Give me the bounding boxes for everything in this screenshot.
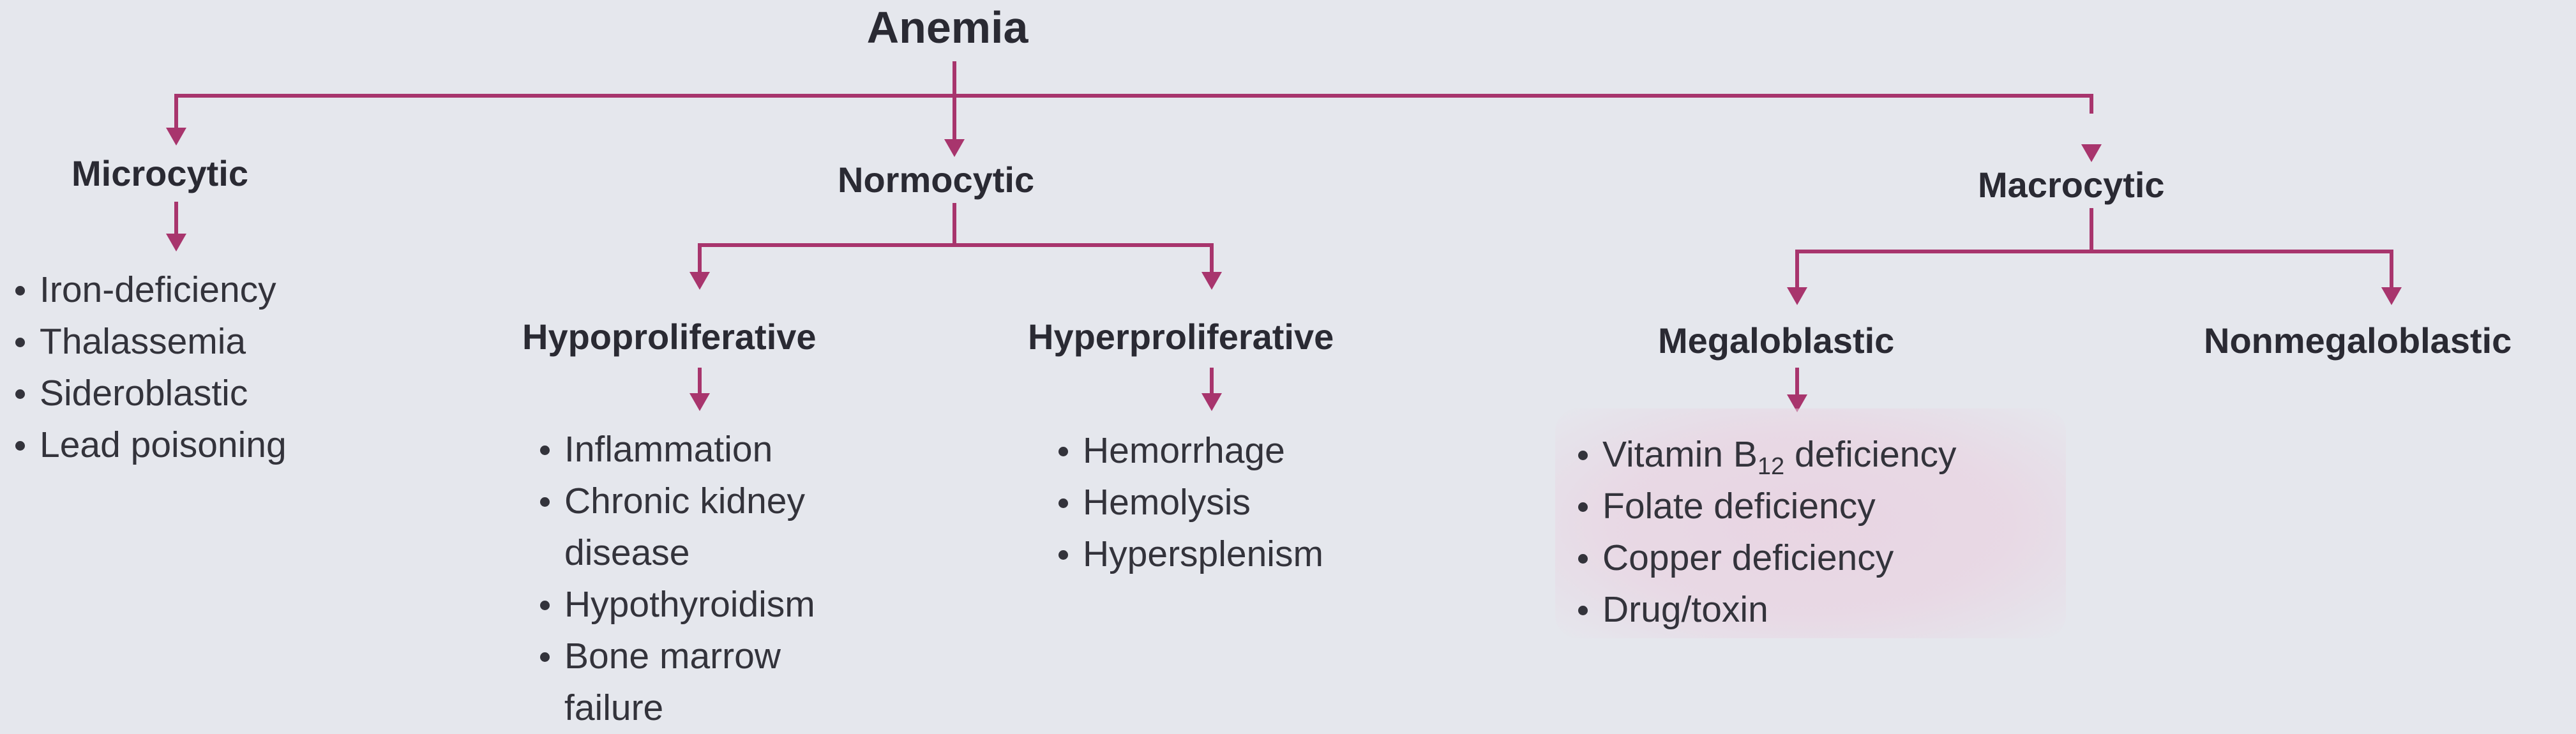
list-item: Hypersplenism [1055,528,1323,580]
diagram-title: Anemia [866,3,1028,52]
arrow-to-megaloblastic-list [1787,394,1807,412]
list-item: Folate deficiency [1574,481,1956,532]
megaloblastic-cause-list: Vitamin B12 deficiency Folate deficiency… [1574,429,1956,636]
hyperproliferative-cause-list: Hemorrhage Hemolysis Hypersplenism [1055,425,1323,580]
node-nonmegaloblastic: Nonmegaloblastic [2204,320,2512,361]
list-item: Hemorrhage [1055,425,1323,477]
list-item: Sideroblastic [11,368,287,419]
arrow-to-hypoproliferative [689,272,710,290]
list-item: Copper deficiency [1574,532,1956,584]
normocytic-branch-line [698,203,1214,276]
list-item: Thalassemia [11,316,287,368]
arrow-to-hyper-list [1201,393,1222,411]
node-normocytic: Normocytic [838,160,1035,200]
arrow-to-hyperproliferative [1201,272,1222,290]
list-item: Chronic kidney [536,476,815,527]
arrow-to-nonmegaloblastic [2381,287,2402,305]
node-megaloblastic: Megaloblastic [1658,320,1895,361]
macrocytic-branch-line [1795,208,2393,291]
list-item: Drug/toxin [1574,584,1956,636]
arrow-to-microcytic-list [166,234,186,251]
list-item: Iron-deficiency [11,264,287,316]
node-hypoproliferative: Hypoproliferative [522,317,817,357]
list-item: Inflammation [536,424,815,476]
anemia-branch-line [174,94,2093,133]
list-item: Hypothyroidism [536,579,815,631]
list-item-continuation: disease [564,532,690,573]
list-item-vitamin-b12: Vitamin B12 deficiency [1574,429,1956,481]
megaloblastic-highlight [1555,408,2066,638]
hypoproliferative-cause-list: Inflammation Chronic kidney disease Hypo… [536,424,815,734]
arrow-to-megaloblastic [1787,287,1807,305]
arrow-to-normocytic [944,139,965,157]
node-macrocytic: Macrocytic [1978,165,2165,205]
node-hyperproliferative: Hyperproliferative [1028,317,1334,357]
list-item: Hemolysis [1055,477,1323,528]
list-item: Lead poisoning [11,419,287,471]
arrow-to-microcytic [166,128,186,146]
microcytic-cause-list: Iron-deficiency Thalassemia Sideroblasti… [11,264,287,471]
list-item-continuation: failure [564,687,664,728]
arrow-to-hypo-list [689,393,710,411]
node-microcytic: Microcytic [72,153,248,193]
list-item: Bone marrow [536,631,815,682]
arrow-to-macrocytic [2081,144,2102,162]
